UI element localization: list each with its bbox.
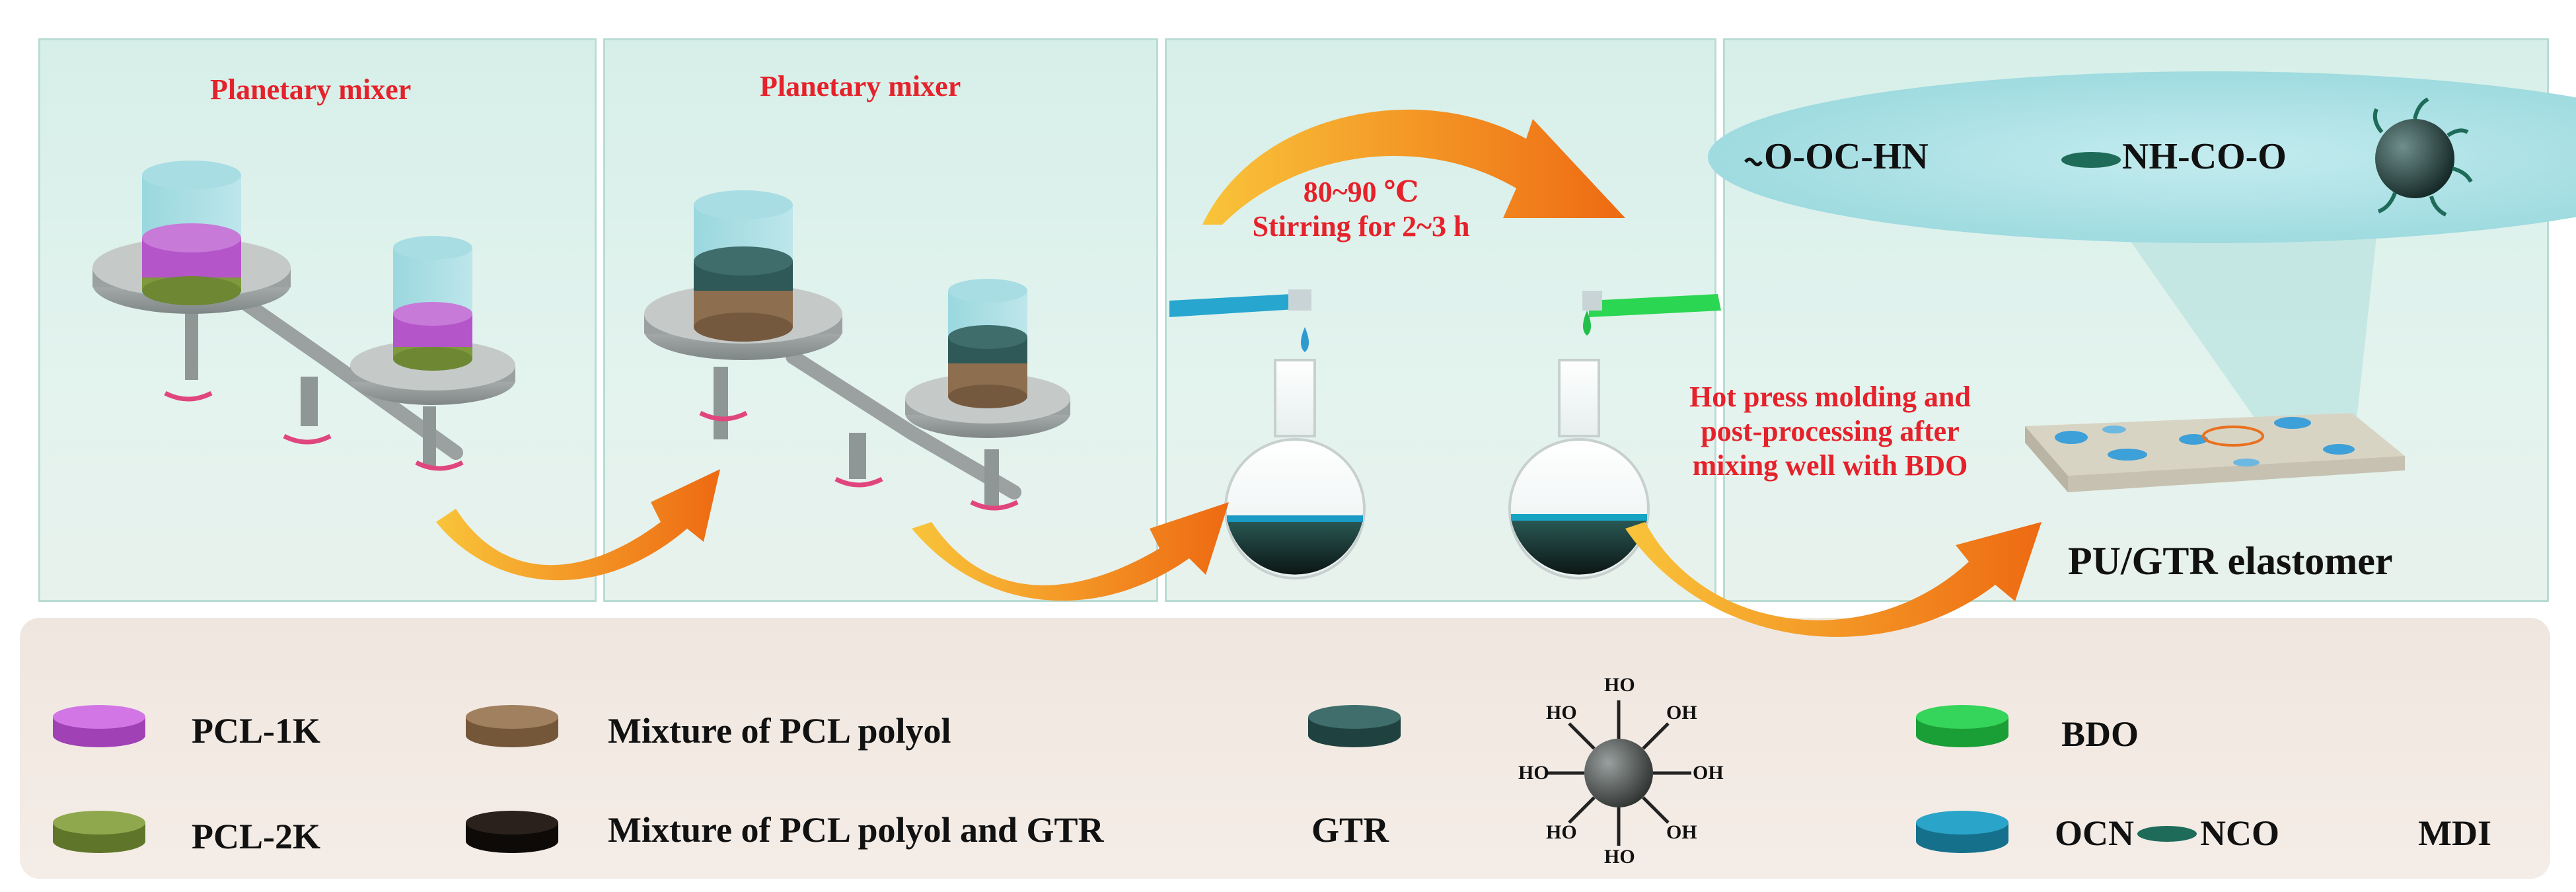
hydroxyl-label-bottom-left: HO xyxy=(1546,821,1577,843)
legend-label-gtr: GTR xyxy=(1311,810,1389,850)
arrow-heating xyxy=(1202,109,1625,225)
legend-label-mdi: MDI xyxy=(2418,813,2491,853)
reaction-time: Stirring for 2~3 h xyxy=(1252,210,1470,242)
reaction-temperature: 80~90 ℃ xyxy=(1303,176,1419,208)
reaction-conditions: 80~90 ℃ Stirring for 2~3 h xyxy=(1222,175,1500,244)
elastomer-sample xyxy=(2025,413,2405,492)
product-label: PU/GTR elastomer xyxy=(2068,539,2393,583)
urethane-left-group: O-OC-HN xyxy=(1764,136,1929,177)
legend-label-pcl1k: PCL-1K xyxy=(192,711,320,751)
hydroxyl-gtr-particle-icon xyxy=(1546,700,1691,846)
mixer-2-title: Planetary mixer xyxy=(760,70,961,102)
legend-label-mdi-right-group: NCO xyxy=(2200,813,2279,853)
hydroxyl-label-bottom-right: OH xyxy=(1666,821,1697,843)
hydroxyl-label-top-right: OH xyxy=(1666,702,1697,724)
arrow-step-3 xyxy=(1625,522,2042,637)
hydroxyl-label-top-left: HO xyxy=(1546,702,1577,724)
legend-label-polyol-gtr-mix: Mixture of PCL polyol and GTR xyxy=(608,810,1104,850)
hydroxyl-label-right: OH xyxy=(1693,762,1724,784)
hydroxyl-label-top: HO xyxy=(1604,674,1635,696)
processing-step-line-3: mixing well with BDO xyxy=(1692,449,1968,482)
planetary-mixer-2 xyxy=(644,190,1070,511)
legend-swatch-polyol-gtr-mix xyxy=(466,811,558,853)
legend-label-pcl2k: PCL-2K xyxy=(192,817,320,856)
hydroxyl-label-left: HO xyxy=(1518,762,1549,784)
legend-label-bdo: BDO xyxy=(2061,714,2139,754)
legend-swatch-polyol-mix xyxy=(466,705,558,747)
processing-step-line-1: Hot press molding and xyxy=(1689,381,1971,413)
reaction-flask-left xyxy=(1169,289,1366,579)
hydroxyl-label-bottom: HO xyxy=(1604,846,1635,868)
processing-step-line-2: post-processing after xyxy=(1701,415,1960,447)
mixer-1-title: Planetary mixer xyxy=(210,73,412,106)
legend-swatch-bdo xyxy=(1916,705,2008,747)
arrow-step-2 xyxy=(912,502,1229,601)
molecular-zoom xyxy=(1708,71,2576,463)
processing-step: Hot press molding and post-processing af… xyxy=(1635,380,2025,483)
planetary-mixer-1 xyxy=(92,161,515,471)
reaction-flask-right xyxy=(1508,291,1721,579)
legend-label-polyol-mix: Mixture of PCL polyol xyxy=(608,711,951,751)
arrow-step-1 xyxy=(436,469,720,581)
legend-panel xyxy=(20,618,2550,879)
legend-swatch-pcl2k xyxy=(53,811,145,853)
step-panel-mixing-pcl xyxy=(38,38,597,602)
legend-swatch-gtr xyxy=(1308,705,1401,747)
legend-swatch-pcl1k xyxy=(53,705,145,747)
legend-label-mdi-left-group: OCN xyxy=(2055,813,2134,853)
legend-swatch-mdi xyxy=(1916,811,2197,853)
urethane-right-group: NH-CO-O xyxy=(2122,136,2287,177)
